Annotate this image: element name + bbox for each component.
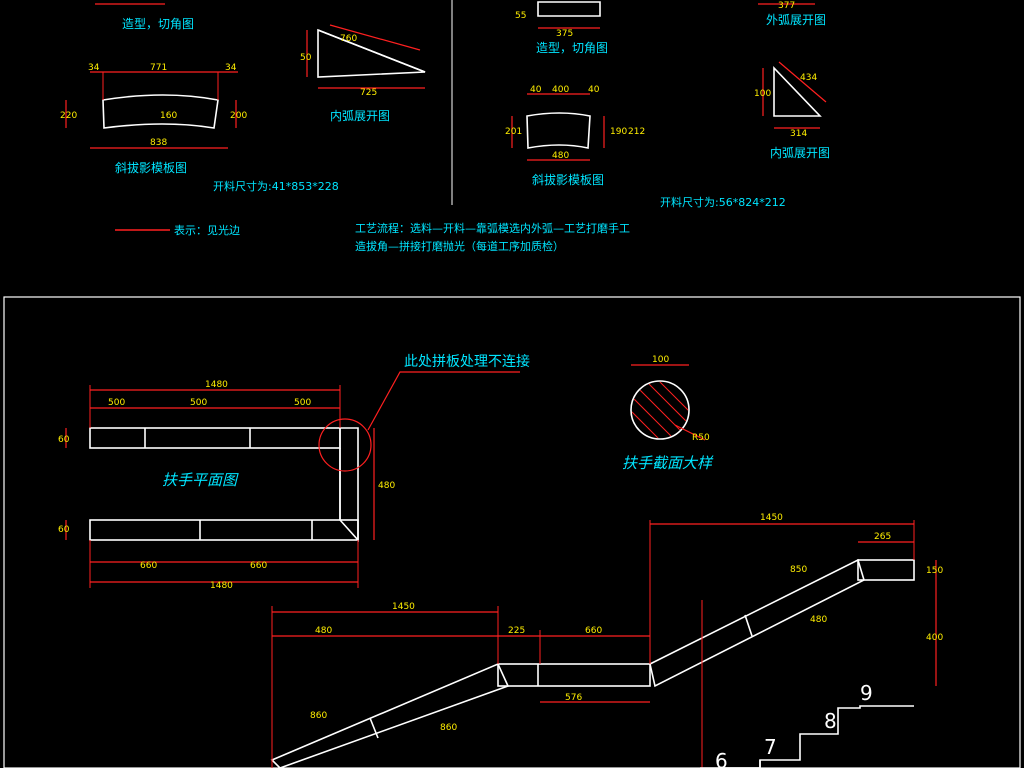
svg-text:480: 480 — [552, 151, 569, 161]
step-9: 9 — [860, 681, 873, 705]
top-left-section: 造型，切角图 760 725 50 内弧展开图 771 34 34 838 22… — [60, 3, 426, 237]
svg-text:1450: 1450 — [760, 513, 783, 523]
tr-label-inner-arc: 内弧展开图 — [770, 146, 830, 160]
callout-label: 此处拼板处理不连接 — [404, 353, 530, 370]
plan-rail-top — [89, 427, 341, 449]
svg-text:400: 400 — [926, 633, 943, 643]
tr-shape-cut — [537, 1, 601, 17]
top-right-section: 375 55 造型，切角图 377 外弧展开图 434 314 100 内弧展开… — [505, 1, 830, 209]
step-7: 7 — [764, 735, 777, 759]
tl-cut-size: 开料尺寸为:41*853*228 — [213, 179, 339, 193]
svg-text:760: 760 — [340, 34, 357, 44]
svg-text:1450: 1450 — [392, 602, 415, 612]
svg-text:377: 377 — [778, 1, 795, 11]
process-line-1: 工艺流程：选料—开料—靠弧模选内外弧—工艺打磨手工 — [355, 221, 630, 235]
svg-text:860: 860 — [310, 711, 327, 721]
svg-text:34: 34 — [225, 63, 237, 73]
svg-text:860: 860 — [440, 723, 457, 733]
stair-steps — [700, 705, 914, 768]
svg-text:480: 480 — [315, 626, 332, 636]
svg-text:34: 34 — [88, 63, 100, 73]
svg-text:50: 50 — [300, 53, 312, 63]
process-line-2: 造拔角—拼接打磨抛光（每道工序加质检） — [355, 239, 564, 253]
svg-text:40: 40 — [588, 85, 600, 95]
svg-text:201: 201 — [505, 127, 522, 137]
step-6: 6 — [715, 749, 728, 768]
svg-text:R50: R50 — [692, 433, 710, 443]
svg-text:375: 375 — [556, 29, 573, 39]
svg-text:1480: 1480 — [205, 380, 228, 390]
svg-text:160: 160 — [160, 111, 177, 121]
tr-inner-arc-shape — [773, 66, 822, 117]
bottom-frame — [3, 296, 1021, 768]
svg-text:100: 100 — [652, 355, 669, 365]
svg-text:190: 190 — [610, 127, 627, 137]
svg-text:400: 400 — [552, 85, 569, 95]
svg-text:434: 434 — [800, 73, 817, 83]
elev-rail-right — [649, 558, 865, 688]
svg-text:576: 576 — [565, 693, 582, 703]
tl-template-shape — [102, 94, 219, 129]
step-8: 8 — [824, 709, 837, 733]
svg-text:265: 265 — [874, 532, 891, 542]
svg-text:500: 500 — [108, 398, 125, 408]
elev-rail-top-end — [857, 559, 915, 581]
svg-text:500: 500 — [294, 398, 311, 408]
svg-text:480: 480 — [810, 615, 827, 625]
plan-rail-bottom — [89, 519, 359, 541]
section-label: 扶手截面大样 — [622, 454, 714, 472]
plan-corner — [339, 427, 359, 543]
svg-text:212: 212 — [628, 127, 645, 137]
svg-text:225: 225 — [508, 626, 525, 636]
elev-rail-left — [270, 662, 510, 768]
svg-text:150: 150 — [926, 566, 943, 576]
section-detail: 100 R50 扶手截面大样 — [622, 355, 714, 472]
callout-circle — [318, 418, 372, 472]
svg-text:725: 725 — [360, 88, 377, 98]
svg-text:220: 220 — [60, 111, 77, 121]
svg-text:40: 40 — [530, 85, 542, 95]
svg-text:500: 500 — [190, 398, 207, 408]
plan-label: 扶手平面图 — [162, 471, 239, 489]
section-circle — [630, 380, 690, 440]
tl-label-template: 斜拔影模板图 — [115, 160, 187, 175]
tr-label-template: 斜拔影模板图 — [532, 172, 604, 187]
svg-text:314: 314 — [790, 129, 807, 139]
tr-label-outer-arc: 外弧展开图 — [766, 13, 826, 27]
svg-text:1480: 1480 — [210, 581, 233, 591]
svg-text:60: 60 — [58, 435, 70, 445]
plan-view: 1480 500 500 500 60 480 660 660 1480 60 … — [58, 353, 530, 591]
svg-text:60: 60 — [58, 525, 70, 535]
svg-text:660: 660 — [140, 561, 157, 571]
elevation-view: 1450 480 225 860 860 660 576 1450 265 15… — [270, 513, 943, 768]
svg-text:200: 200 — [230, 111, 247, 121]
svg-text:100: 100 — [754, 89, 771, 99]
svg-text:660: 660 — [250, 561, 267, 571]
svg-text:850: 850 — [790, 565, 807, 575]
svg-text:480: 480 — [378, 481, 395, 491]
tl-label-inner-arc: 内弧展开图 — [330, 109, 390, 123]
svg-text:838: 838 — [150, 138, 167, 148]
svg-text:55: 55 — [515, 11, 526, 21]
tr-template-shape — [526, 112, 591, 149]
tr-label-shape-cut: 造型，切角图 — [536, 41, 608, 55]
svg-text:660: 660 — [585, 626, 602, 636]
svg-text:771: 771 — [150, 63, 167, 73]
legend-label: 表示：见光边 — [174, 223, 240, 237]
tr-cut-size: 开料尺寸为:56*824*212 — [660, 195, 786, 209]
tl-label-shape-cut: 造型，切角图 — [122, 17, 194, 31]
elev-rail-middle — [497, 663, 651, 687]
